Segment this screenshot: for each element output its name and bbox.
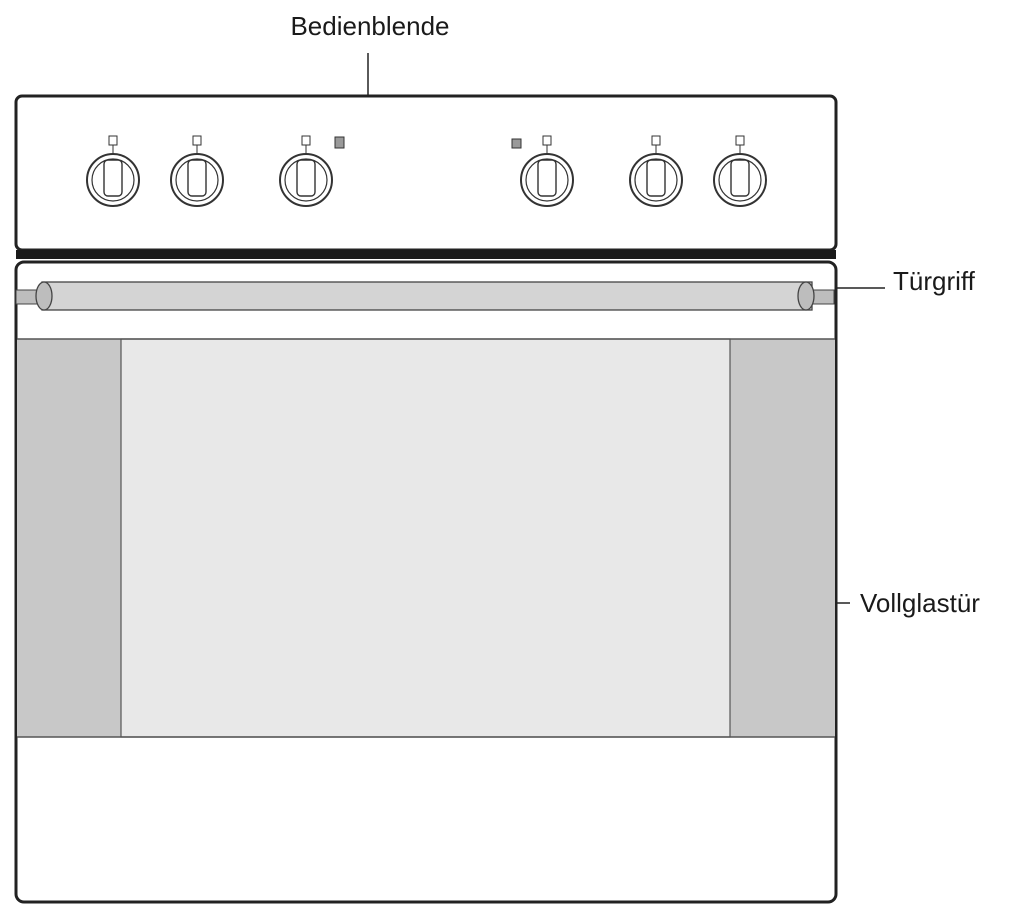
label-bedienblende: Bedienblende: [290, 11, 449, 41]
knob-symbol-icon: [108, 135, 118, 146]
control-knob-5[interactable]: [629, 135, 683, 207]
indicator-light-1: [334, 136, 345, 149]
knob-symbol-icon: [542, 135, 552, 146]
knob-symbol-icon: [192, 135, 202, 146]
knob-grip: [296, 159, 316, 197]
panel-door-divider: [16, 250, 836, 259]
control-knobs: [86, 135, 767, 207]
knob-grip: [646, 159, 666, 197]
label-tuergriff: Türgriff: [893, 266, 976, 296]
control-knob-3[interactable]: [279, 135, 333, 207]
knob-grip: [537, 159, 557, 197]
knob-symbol-icon: [301, 135, 311, 146]
indicator-light-2: [511, 138, 522, 149]
knob-grip: [187, 159, 207, 197]
handle-end-right: [797, 281, 815, 311]
handle-bar: [41, 281, 813, 311]
control-knob-4[interactable]: [520, 135, 574, 207]
knob-grip: [103, 159, 123, 197]
control-knob-6[interactable]: [713, 135, 767, 207]
door-handle[interactable]: [15, 281, 835, 311]
handle-end-left: [35, 281, 53, 311]
knob-symbol-icon: [735, 135, 745, 146]
glass-window: [120, 338, 731, 738]
control-knob-1[interactable]: [86, 135, 140, 207]
knob-grip: [730, 159, 750, 197]
label-vollglastuer: Vollglastür: [860, 588, 980, 618]
control-knob-2[interactable]: [170, 135, 224, 207]
knob-symbol-icon: [651, 135, 661, 146]
side-panel-right: [730, 339, 835, 737]
side-panel-left: [17, 339, 121, 737]
